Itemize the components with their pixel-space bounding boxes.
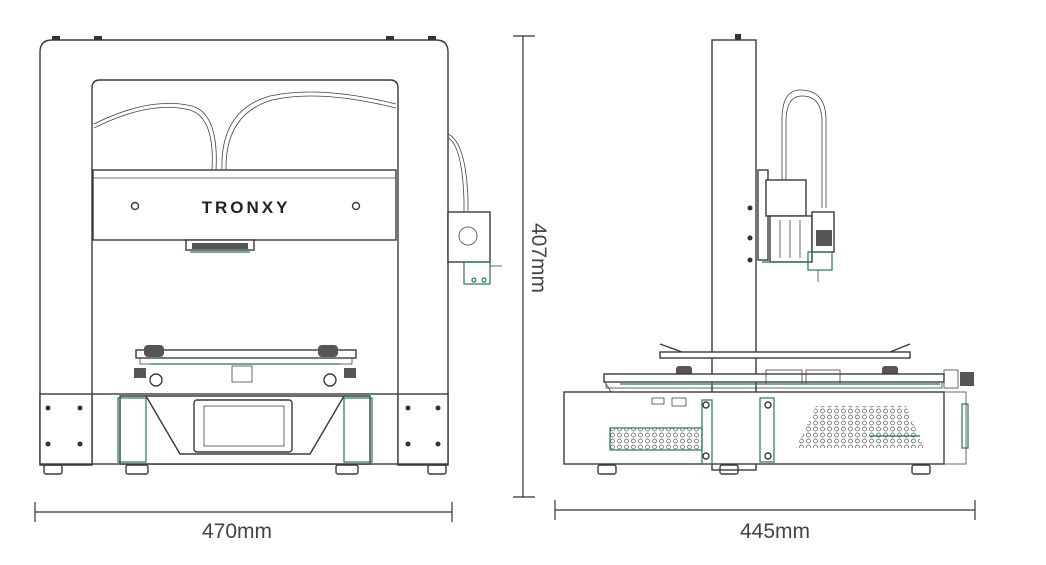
side-vent-left (609, 427, 703, 451)
x-gantry (92, 169, 397, 241)
gantry-bolt-right (351, 201, 361, 211)
front-frame (39, 39, 449, 466)
extruder-motor (447, 133, 502, 285)
side-feet (597, 464, 931, 475)
filament-tube-left-inner (93, 102, 217, 171)
hotend-front (185, 239, 255, 253)
side-depth-label: 445mm (740, 520, 810, 543)
dimension-front-width: 470mm (34, 502, 453, 543)
dimension-height: 407mm (513, 35, 550, 498)
brand-logo: TRONXY (202, 198, 291, 217)
side-view (563, 34, 974, 475)
dimension-side-depth: 445mm (554, 500, 976, 543)
front-view: TRONXY (39, 36, 502, 475)
gantry-bolt-left (130, 201, 140, 211)
front-feet (43, 464, 447, 475)
front-width-label: 470mm (202, 520, 272, 543)
filament-tube-right-inner (225, 95, 397, 171)
lcd-control-panel (117, 395, 373, 465)
side-vent-right (796, 406, 924, 448)
filament-tube-right (221, 91, 397, 171)
height-label: 407mm (527, 223, 550, 293)
lcd-screen (193, 399, 293, 453)
side-heated-bed (603, 343, 974, 411)
side-print-head (757, 169, 835, 282)
frame-screws (52, 36, 436, 40)
front-heated-bed (134, 345, 357, 387)
filament-tube-left (93, 106, 213, 171)
